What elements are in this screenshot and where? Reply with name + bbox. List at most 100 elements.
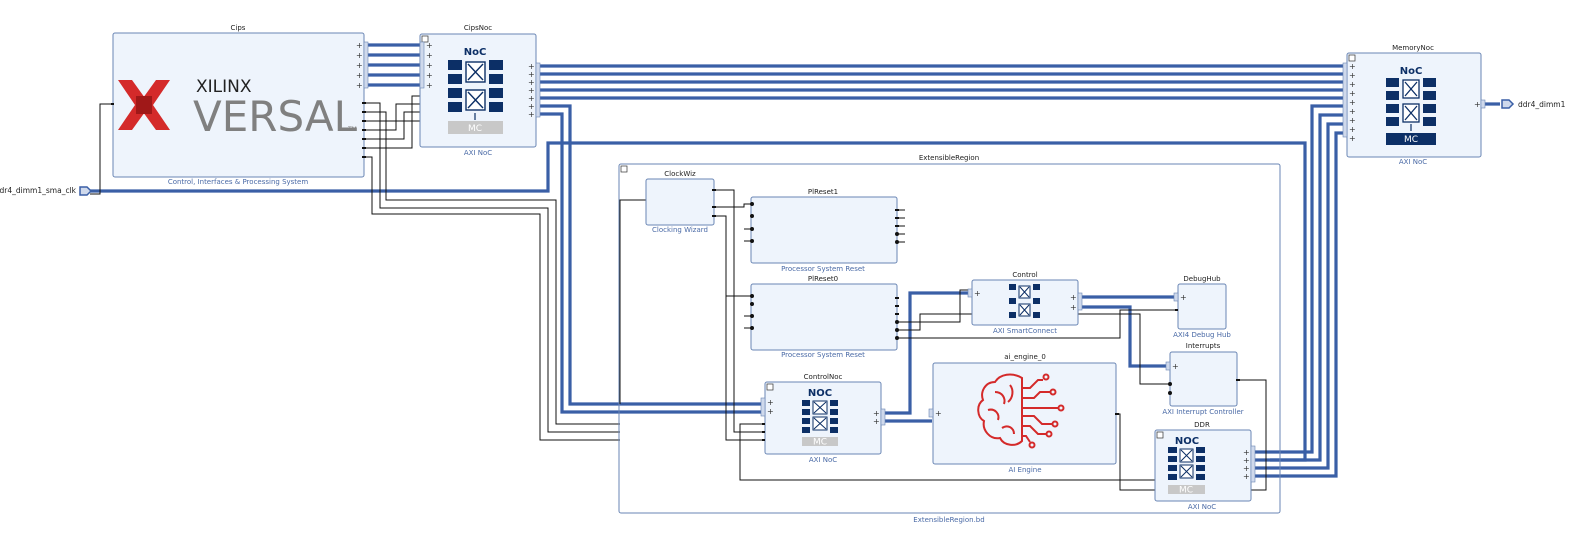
ddr-block[interactable]: DDR NOC MC + + + + AXI NoC [1154, 421, 1256, 511]
svg-text:+: + [1070, 303, 1077, 312]
collapse-icon[interactable] [1348, 54, 1356, 62]
svg-text:MC: MC [1179, 486, 1193, 496]
collapse-icon[interactable] [421, 35, 429, 43]
collapse-icon[interactable] [766, 383, 774, 391]
svg-text:+: + [1349, 134, 1356, 143]
svg-text:MC: MC [1404, 135, 1418, 145]
svg-text:+: + [1243, 448, 1250, 457]
svg-text:+: + [426, 61, 433, 70]
svg-text:+: + [1070, 293, 1077, 302]
input-port-ddr4-dimm1-sma-clk[interactable]: ddr4_dimm1_sma_clk [0, 186, 93, 196]
bus-ddr-memnoc-4 [1251, 131, 1343, 478]
block-type: Control, Interfaces & Processing System [168, 178, 309, 186]
svg-text:+: + [528, 62, 535, 71]
block-type: AXI NoC [1399, 158, 1427, 166]
bus-ddr-memnoc-3 [1251, 122, 1343, 470]
block-title: ClockWiz [664, 170, 696, 178]
cipsnoc-pins: + + + + + + + + + + + + [419, 41, 541, 119]
svg-text:+: + [1172, 362, 1179, 371]
svg-text:+: + [528, 102, 535, 111]
controlnoc-block[interactable]: ControlNoc NOC MC + + + + AXI NoC [760, 373, 886, 464]
cips-bus-pins: + + + + + [111, 41, 369, 158]
svg-text:+: + [1349, 116, 1356, 125]
output-port-ddr4-dimm1[interactable]: ddr4_dimm1 [1501, 99, 1566, 109]
port-label: ddr4_dimm1_sma_clk [0, 186, 77, 195]
extensible-region[interactable]: ExtensibleRegion ExtensibleRegion.bd [618, 154, 1281, 524]
smartconnect-icon [1009, 284, 1040, 318]
svg-text:+: + [426, 41, 433, 50]
svg-text:+: + [1349, 62, 1356, 71]
interrupts-block[interactable]: Interrupts + AXI Interrupt Controller [1162, 342, 1243, 416]
block-type: Clocking Wizard [652, 226, 708, 234]
block-type: AXI4 Debug Hub [1173, 331, 1231, 339]
logo-versal-text: VERSAL [193, 92, 358, 141]
svg-text:+: + [1180, 293, 1187, 302]
svg-text:+: + [873, 417, 880, 426]
block-type: AXI NoC [809, 456, 837, 464]
svg-text:+: + [767, 407, 774, 416]
svg-text:+: + [426, 81, 433, 90]
svg-text:+: + [1243, 456, 1250, 465]
svg-text:+: + [528, 86, 535, 95]
svg-text:+: + [528, 94, 535, 103]
plreset0-block[interactable]: PlReset0 Processor System Reset [750, 275, 899, 359]
svg-text:MC: MC [813, 438, 827, 448]
port-label: ddr4_dimm1 [1518, 100, 1566, 109]
svg-text:+: + [1349, 125, 1356, 134]
block-type: AXI NoC [464, 149, 492, 157]
port-arrow-icon [79, 186, 93, 196]
svg-text:MC: MC [468, 124, 482, 134]
svg-text:NoC: NoC [1400, 66, 1423, 77]
svg-text:+: + [356, 71, 363, 80]
clockwiz-block[interactable]: ClockWiz Clocking Wizard [645, 170, 716, 234]
control-block[interactable]: Control + + + AXI SmartConnect [967, 271, 1083, 335]
block-title: MemoryNoc [1392, 44, 1434, 52]
noc-icon: NOC MC [1168, 436, 1205, 496]
svg-text:+: + [1243, 464, 1250, 473]
block-title: Interrupts [1186, 342, 1221, 350]
memorynoc-block[interactable]: MemoryNoc NoC MC + + + + + + + + [1342, 44, 1486, 166]
block-title: CipsNoc [464, 24, 492, 32]
block-title: DebugHub [1183, 275, 1221, 283]
debughub-block[interactable]: DebugHub + AXI4 Debug Hub [1173, 275, 1231, 339]
bus-ddr-memnoc-1 [1251, 104, 1343, 454]
block-title: PlReset1 [808, 188, 838, 196]
signal-wire-nets [90, 95, 1267, 491]
svg-text:+: + [1349, 80, 1356, 89]
svg-text:+: + [426, 71, 433, 80]
svg-text:+: + [528, 110, 535, 119]
block-type: AXI NoC [1188, 503, 1216, 511]
block-title: Control [1012, 271, 1037, 279]
svg-text:+: + [1243, 472, 1250, 481]
svg-text:+: + [356, 51, 363, 60]
ai-engine-block[interactable]: ai_engine_0 + AI Engine [928, 353, 1119, 474]
svg-text:+: + [1349, 71, 1356, 80]
plreset1-block[interactable]: PlReset1 Processor System Reset [750, 188, 899, 273]
cips-block[interactable]: Cips XILINX VERSAL TM + + + + + Control,… [111, 24, 369, 186]
svg-text:+: + [426, 51, 433, 60]
svg-text:NoC: NoC [464, 47, 487, 58]
bus-control-interrupts [1080, 305, 1168, 368]
bus-ctrlnoc-control [882, 291, 972, 415]
cipsnoc-block[interactable]: CipsNoc NoC MC + + + + + + + + [419, 24, 541, 157]
logo-xilinx-text: XILINX [196, 77, 252, 97]
svg-text:+: + [528, 70, 535, 79]
svg-text:NOC: NOC [808, 388, 832, 399]
block-type: Processor System Reset [781, 351, 865, 359]
block-title: PlReset0 [808, 275, 838, 283]
block-type: AI Engine [1008, 466, 1041, 474]
noc-icon: NoC MC [1386, 66, 1436, 145]
collapse-icon[interactable] [620, 165, 628, 173]
block-title: ai_engine_0 [1004, 353, 1046, 361]
block-title: ControlNoc [804, 373, 843, 381]
collapse-icon[interactable] [1156, 431, 1164, 439]
bus-cipsnoc-ctrlnoc-1 [540, 104, 765, 406]
axi-bus-nets [90, 43, 1500, 478]
block-title: DDR [1194, 421, 1210, 429]
svg-text:+: + [1349, 89, 1356, 98]
bus-cipsnoc-ctrlnoc-2 [540, 112, 765, 414]
svg-text:+: + [935, 409, 942, 418]
svg-text:NOC: NOC [1175, 436, 1199, 447]
svg-text:+: + [356, 61, 363, 70]
